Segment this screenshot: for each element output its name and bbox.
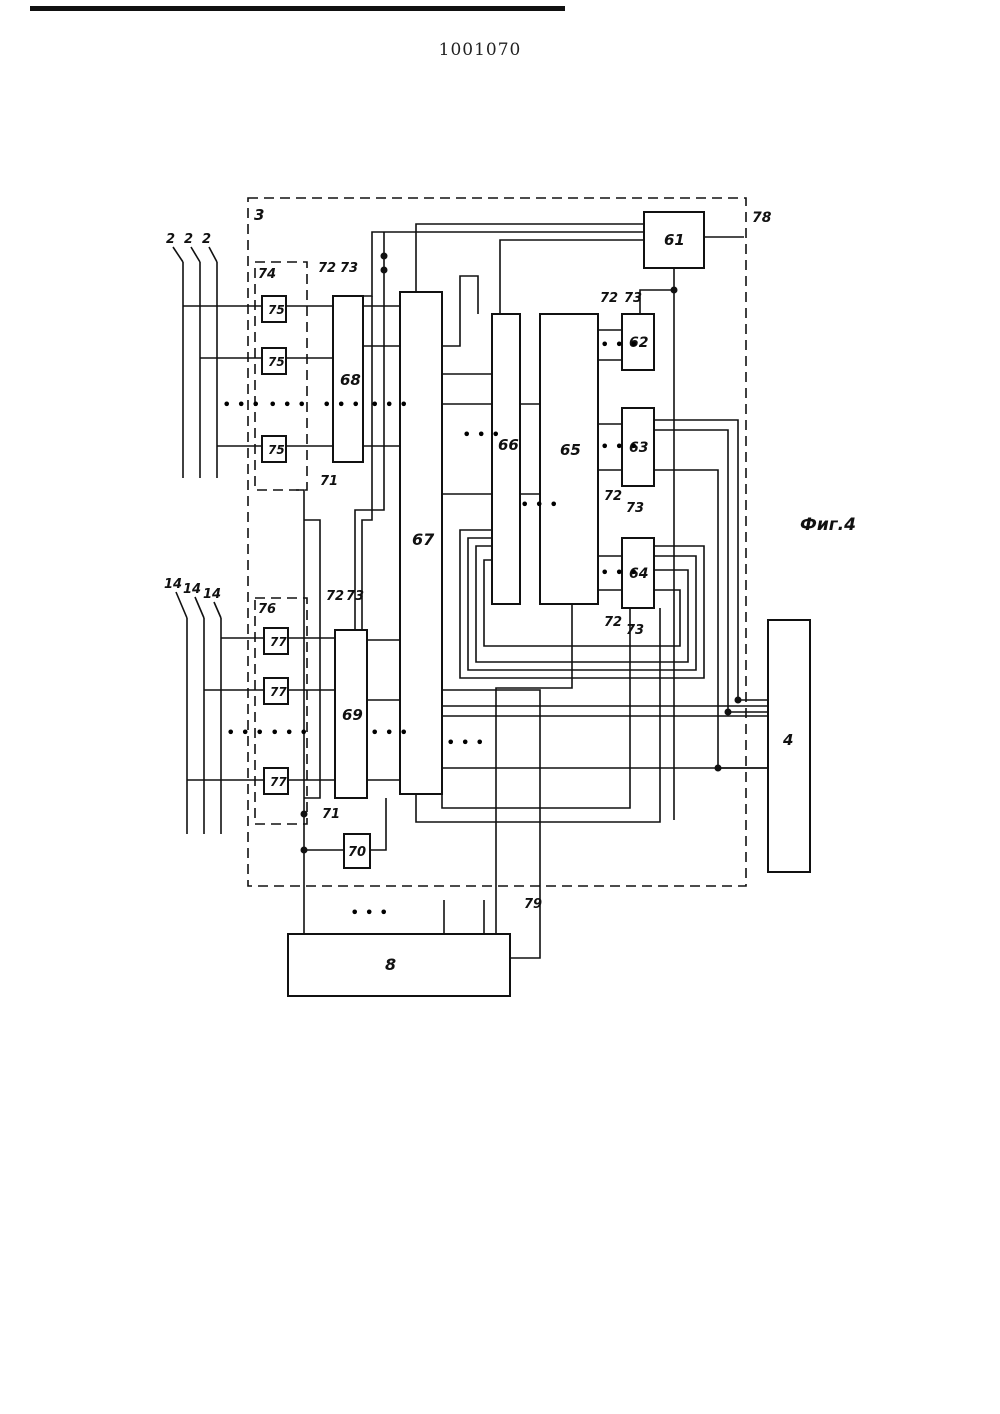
block-77-label: 77 (270, 775, 287, 789)
junction-dot (301, 811, 308, 818)
block-4-label: 4 (782, 731, 793, 749)
line-79-label: 79 (524, 897, 542, 912)
unit-3-label: 3 (254, 206, 264, 224)
label-73: 73 (340, 261, 358, 276)
bus-14-label: 14 (203, 587, 221, 602)
label-72: 72 (604, 615, 622, 630)
connector (296, 490, 304, 934)
bus-2-label: 2 (184, 232, 193, 247)
connector (416, 224, 644, 292)
junction-dot (381, 267, 388, 274)
block-65-label: 65 (560, 441, 581, 459)
block-67-label: 67 (412, 530, 435, 549)
ellipsis: • • • (370, 395, 408, 414)
connector (500, 240, 644, 314)
ellipsis: • • • (270, 723, 308, 742)
connector (654, 420, 768, 700)
label-73: 73 (624, 291, 642, 306)
block-66 (492, 314, 520, 604)
leader-line (209, 247, 217, 262)
group-74-label: 74 (258, 267, 276, 282)
label-73: 73 (626, 501, 644, 516)
block-75-label: 75 (268, 303, 285, 317)
input-78-label: 78 (752, 210, 772, 226)
label-72: 72 (600, 291, 618, 306)
ellipsis: • • • (600, 563, 638, 582)
block-65 (540, 314, 598, 604)
ellipsis: • • • (462, 425, 500, 444)
connector (363, 232, 644, 296)
junction-dot (725, 709, 732, 716)
figure-caption: Фиг.4 (800, 515, 856, 535)
connector (442, 690, 540, 958)
block-69-label: 69 (342, 706, 363, 724)
ellipsis: • • • (226, 723, 264, 742)
label-71: 71 (320, 474, 338, 489)
block-61-label: 61 (664, 231, 685, 249)
ellipsis: • • • (520, 495, 558, 514)
ellipsis: • • • (600, 335, 638, 354)
ellipsis: • • • (322, 395, 360, 414)
block-75-label: 75 (268, 355, 285, 369)
block-75-label: 75 (268, 443, 285, 457)
ellipsis: • • • (268, 395, 306, 414)
bus-2-label: 2 (202, 232, 211, 247)
block-8-label: 8 (385, 955, 396, 974)
ellipsis: • • • (446, 733, 484, 752)
ellipsis: • • • (350, 903, 388, 922)
group-76-label: 76 (258, 602, 276, 617)
bus-2-label: 2 (166, 232, 175, 247)
connector (640, 268, 674, 314)
bus-14-label: 14 (164, 577, 182, 592)
block-70-label: 70 (348, 845, 366, 860)
block-77-label: 77 (270, 685, 287, 699)
bus-14-label: 14 (183, 582, 201, 597)
label-73: 73 (626, 623, 644, 638)
leader-line (173, 247, 183, 262)
block-8 (288, 934, 510, 996)
label-72: 72 (318, 261, 336, 276)
connector (442, 608, 630, 808)
ellipsis: • • • (600, 437, 638, 456)
label-72: 72 (604, 489, 622, 504)
block-77-label: 77 (270, 635, 287, 649)
junction-dot (381, 253, 388, 260)
ellipsis: • • • (222, 395, 260, 414)
connector (416, 608, 660, 822)
leader-line (214, 602, 221, 618)
connector (370, 798, 386, 850)
junction-dot (735, 697, 742, 704)
connector (496, 604, 572, 934)
label-73: 73 (346, 589, 364, 604)
ellipsis: • • • (370, 723, 408, 742)
connector (442, 276, 478, 346)
block-66-label: 66 (498, 436, 519, 454)
block-68-label: 68 (340, 371, 361, 389)
label-71: 71 (322, 807, 340, 822)
label-72: 72 (326, 589, 344, 604)
leader-line (191, 247, 200, 262)
connector (654, 470, 768, 768)
junction-dot (715, 765, 722, 772)
junction-dot (301, 847, 308, 854)
junction-dot (671, 287, 678, 294)
